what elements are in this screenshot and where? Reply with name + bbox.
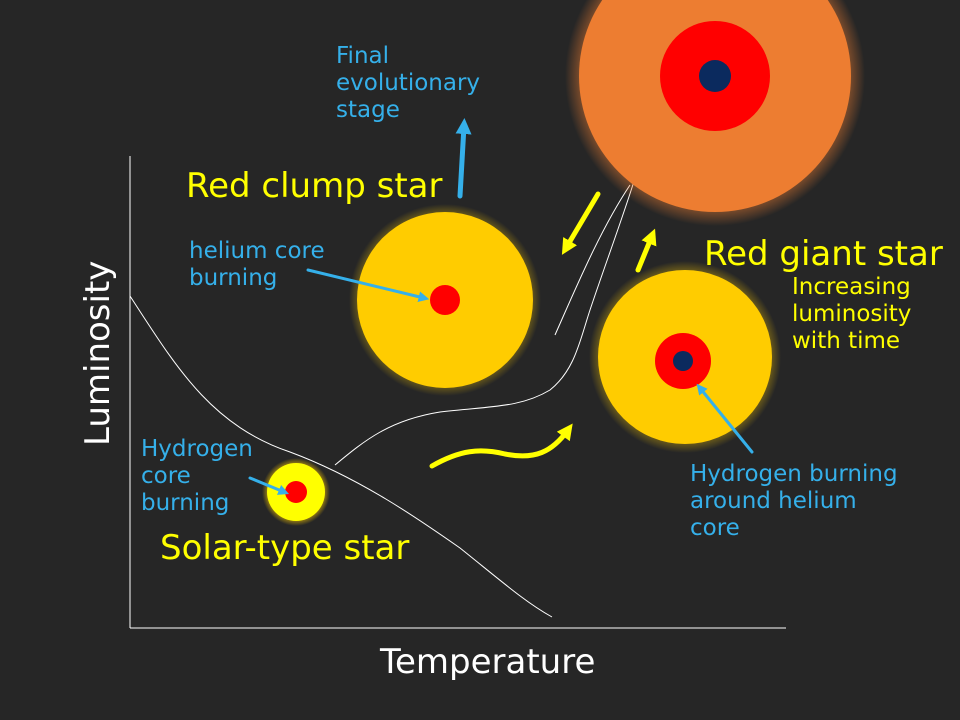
evolution-arrow-up (635, 228, 657, 273)
evolution-track-curve (334, 174, 637, 466)
final-stage-core (699, 60, 731, 92)
evolution-arrow-squiggle (429, 423, 573, 469)
evolution-arrow-down (561, 191, 601, 255)
hydrogen-shell-annotation: Hydrogen burning around helium core (690, 461, 898, 541)
hydrogen-core-pointer (248, 476, 289, 495)
red-giant-note: Increasing luminosity with time (792, 274, 912, 354)
hydrogen-shell-pointer (696, 383, 754, 454)
return-track-curve (554, 184, 631, 336)
helium-core-pointer (306, 268, 430, 302)
final-stage-annotation: Final evolutionary stage (336, 43, 481, 123)
red-giant-core (673, 351, 693, 371)
red-giant-star-title: Red giant star (704, 234, 943, 274)
solar-star-core (285, 481, 307, 503)
red-clump-star-title: Red clump star (186, 166, 443, 206)
hydrogen-core-annotation: Hydrogen core burning (141, 436, 253, 516)
final-stage-arrow (455, 118, 472, 199)
main-sequence-curve (129, 295, 553, 618)
red-clump-core (430, 285, 460, 315)
x-axis-label: Temperature (380, 642, 596, 682)
y-axis-label: Luminosity (78, 260, 118, 446)
helium-core-annotation: helium core burning (189, 238, 325, 291)
solar-star-title: Solar-type star (160, 528, 410, 568)
